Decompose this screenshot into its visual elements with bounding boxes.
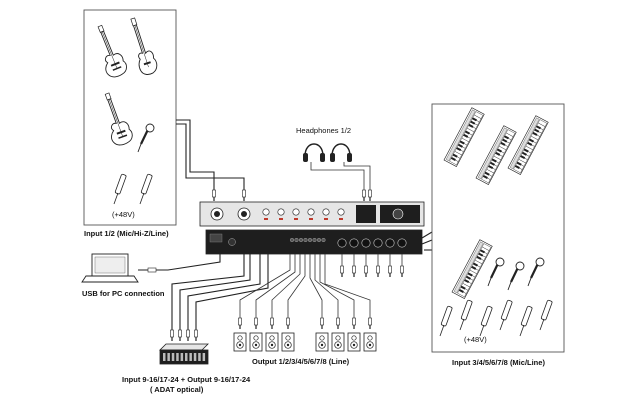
input12-box [83, 9, 177, 226]
speaker-icon [315, 332, 329, 352]
adat-cable [187, 254, 261, 330]
usb-cable [138, 254, 221, 271]
output-cable [314, 254, 339, 322]
laptop-icon [81, 253, 139, 283]
output-cable [287, 254, 306, 322]
headphones-label: Headphones 1/2 [296, 126, 351, 135]
adat-cable [171, 254, 245, 330]
input1-cable [176, 119, 215, 190]
speaker-icon [265, 332, 279, 352]
plus48v-left-label: (+48V) [112, 210, 135, 219]
headphone1-cable [310, 162, 365, 190]
input38-label: Input 3/4/5/6/7/8 (Mic/Line) [452, 358, 545, 367]
speaker-icon [281, 332, 295, 352]
output-cable [255, 254, 296, 322]
plus48v-right-label: (+48V) [464, 335, 487, 344]
speaker-icon [363, 332, 377, 352]
usb-label: USB for PC connection [82, 289, 165, 298]
speaker-icon [233, 332, 247, 352]
headphones-icon [303, 143, 325, 162]
adat-device-icon [159, 343, 209, 365]
output-cable [319, 254, 355, 322]
right-bus-cable [421, 231, 433, 239]
audio-interface-rear [205, 229, 423, 255]
audio-interface-front [199, 201, 425, 227]
output-cable [309, 254, 323, 322]
speaker-icon [249, 332, 263, 352]
right-bus-cable [421, 239, 433, 245]
input12-label: Input 1/2 (Mic/Hi-Z/Line) [84, 229, 169, 238]
output-cable [239, 254, 291, 322]
output-label: Output 1/2/3/4/5/6/7/8 (Line) [252, 357, 350, 366]
output-cable [324, 254, 371, 322]
speaker-icon [347, 332, 361, 352]
adat-label-line2: ( ADAT optical) [150, 385, 204, 394]
speaker-icon [331, 332, 345, 352]
adat-label-line1: Input 9-16/17-24 + Output 9-16/17-24 [122, 375, 251, 384]
adat-cable [195, 254, 269, 330]
headphone2-cable [343, 162, 371, 190]
adat-cable [179, 254, 251, 330]
output-cable [271, 254, 301, 322]
input2-cable [176, 123, 245, 190]
headphones-icon [330, 143, 352, 162]
